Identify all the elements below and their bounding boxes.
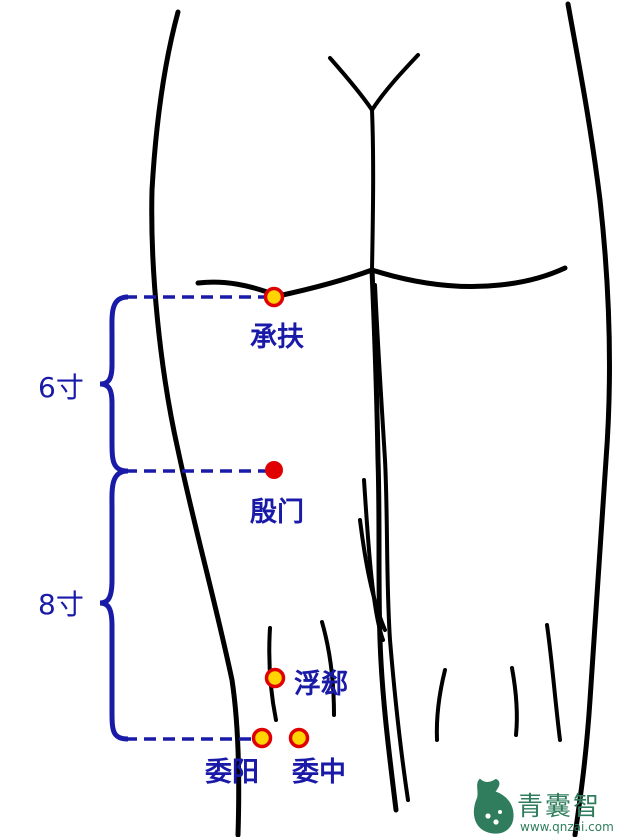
watermark-brand: 青囊智: [517, 792, 601, 822]
acupoint-fuxi: [264, 667, 286, 689]
knee-tendon-5: [545, 623, 562, 742]
right-inner-thigh-line: [373, 283, 410, 802]
left-outer-thigh-line: [149, 9, 242, 837]
right-gluteal-fold: [369, 265, 568, 289]
watermark: 青囊智 www.qnzai.com: [473, 778, 614, 834]
left-gluteal-fold: [195, 267, 375, 299]
measure-label-8-cun: 8寸: [38, 588, 84, 621]
label-yinmen: 殷门: [250, 497, 304, 528]
brace-8-cun: [99, 468, 129, 742]
knee-tendon-7: [510, 666, 519, 737]
watermark-url: www.qnzai.com: [520, 820, 614, 834]
brace-6-cun: [99, 294, 129, 474]
label-chengfu: 承扶: [250, 322, 304, 353]
pouch-logo-icon: [473, 778, 514, 834]
label-weizhong: 委中: [292, 757, 346, 788]
leg-outline: [149, 1, 612, 837]
gluteal-cleft: [328, 53, 420, 112]
acupoints: 承扶 殷门 浮郄 委阳 委中: [205, 286, 348, 788]
gluteal-cleft-stem: [370, 108, 376, 272]
measure-label-6-cun: 6寸: [38, 371, 84, 404]
right-outer-thigh-line: [565, 1, 612, 837]
acupoint-yinmen: [265, 461, 283, 479]
knee-tendon-6: [434, 668, 447, 742]
label-weiyang: 委阳: [205, 757, 259, 788]
acupoint-chengfu: [263, 286, 285, 308]
knee-tendon-2: [358, 518, 387, 632]
knee-tendon-4: [320, 620, 336, 717]
left-inner-thigh-line: [369, 267, 399, 813]
label-fuxi: 浮郄: [294, 669, 348, 700]
acupoint-weiyang: [251, 727, 273, 749]
measurement-guides: 6寸 8寸: [38, 294, 272, 742]
acupoint-weizhong: [288, 727, 310, 749]
knee-tendon-1: [362, 478, 385, 642]
